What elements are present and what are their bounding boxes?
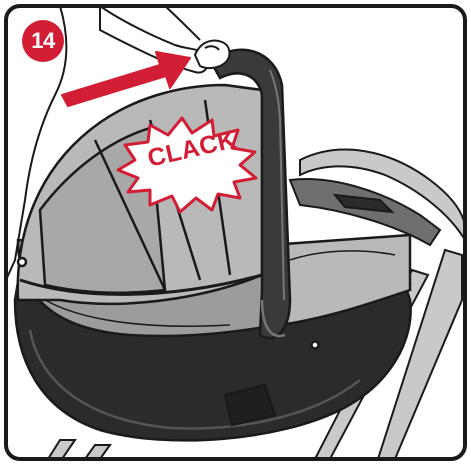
- step-number-badge: 14: [22, 20, 64, 62]
- hand-on-handle: [195, 41, 229, 69]
